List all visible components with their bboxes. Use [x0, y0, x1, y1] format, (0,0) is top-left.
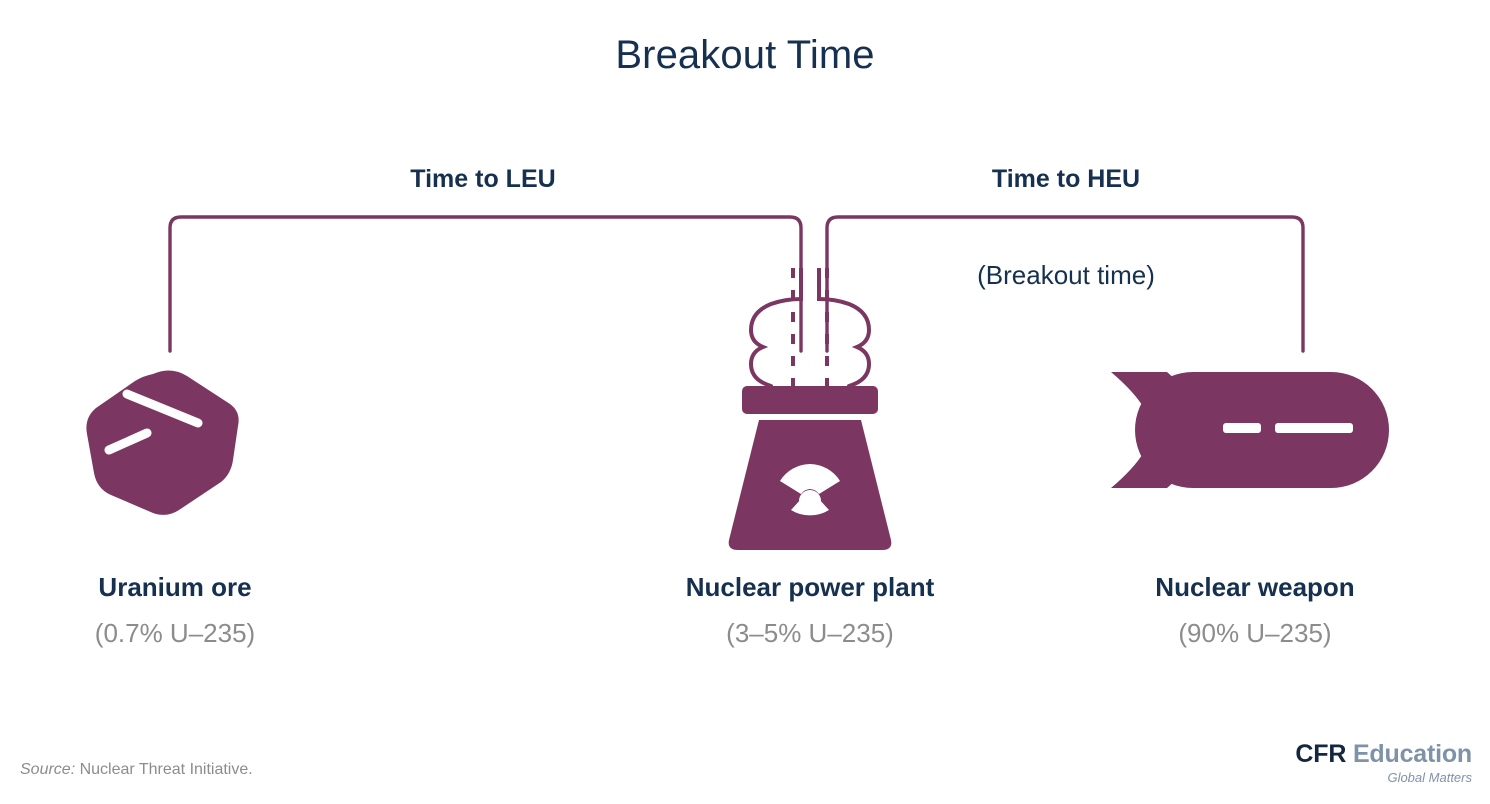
nuclear-weapon-icon [1090, 360, 1420, 505]
caption-nuclear-weapon: Nuclear weapon (90% U–235) [1090, 572, 1420, 649]
ore-slash-short [104, 428, 152, 455]
bomb-body [1135, 372, 1389, 488]
bracket-label-time-to-heu: Time to HEU [991, 165, 1141, 193]
steam-plume-left [748, 266, 803, 388]
caption-uranium-ore: Uranium ore (0.7% U–235) [20, 572, 330, 649]
logo-wordmark: CFR Education [1295, 742, 1472, 767]
logo-tagline: Global Matters [1387, 770, 1472, 785]
page-title: Breakout Time [615, 33, 875, 77]
caption-title: Nuclear power plant [685, 572, 935, 602]
caption-title: Uranium ore [98, 572, 252, 602]
caption-nuclear-power-plant: Nuclear power plant (3–5% U–235) [640, 572, 980, 649]
source-value: Nuclear Threat Initiative. [75, 761, 253, 778]
bomb-stripe-short [1223, 423, 1261, 433]
logo-cfr-text: CFR [1295, 740, 1347, 768]
stage-icon-nuclear-power-plant [640, 266, 980, 563]
radiation-symbol [780, 464, 840, 516]
cooling-tower-rim [742, 386, 878, 414]
source-label: Source: [20, 761, 76, 778]
bomb-stripe-long [1275, 423, 1353, 433]
bracket-label-time-to-leu: Time to LEU [410, 165, 556, 193]
source-note: Source: Nuclear Threat Initiative. [20, 761, 253, 779]
caption-subtitle: (90% U–235) [1178, 617, 1332, 648]
stage-icon-uranium-ore [20, 360, 330, 525]
caption-subtitle: (3–5% U–235) [726, 617, 894, 648]
ore-body [86, 370, 239, 515]
logo-education-text: Education [1352, 740, 1472, 768]
steam-plume-right [817, 266, 872, 388]
uranium-ore-icon [20, 360, 330, 525]
caption-title: Nuclear weapon [1155, 572, 1355, 602]
stage-icon-nuclear-weapon [1090, 360, 1420, 505]
cfr-education-logo: CFR Education Global Matters [1295, 742, 1472, 785]
caption-subtitle: (0.7% U–235) [94, 617, 256, 648]
nuclear-power-plant-icon [640, 266, 980, 563]
ore-slash-long [122, 389, 203, 428]
